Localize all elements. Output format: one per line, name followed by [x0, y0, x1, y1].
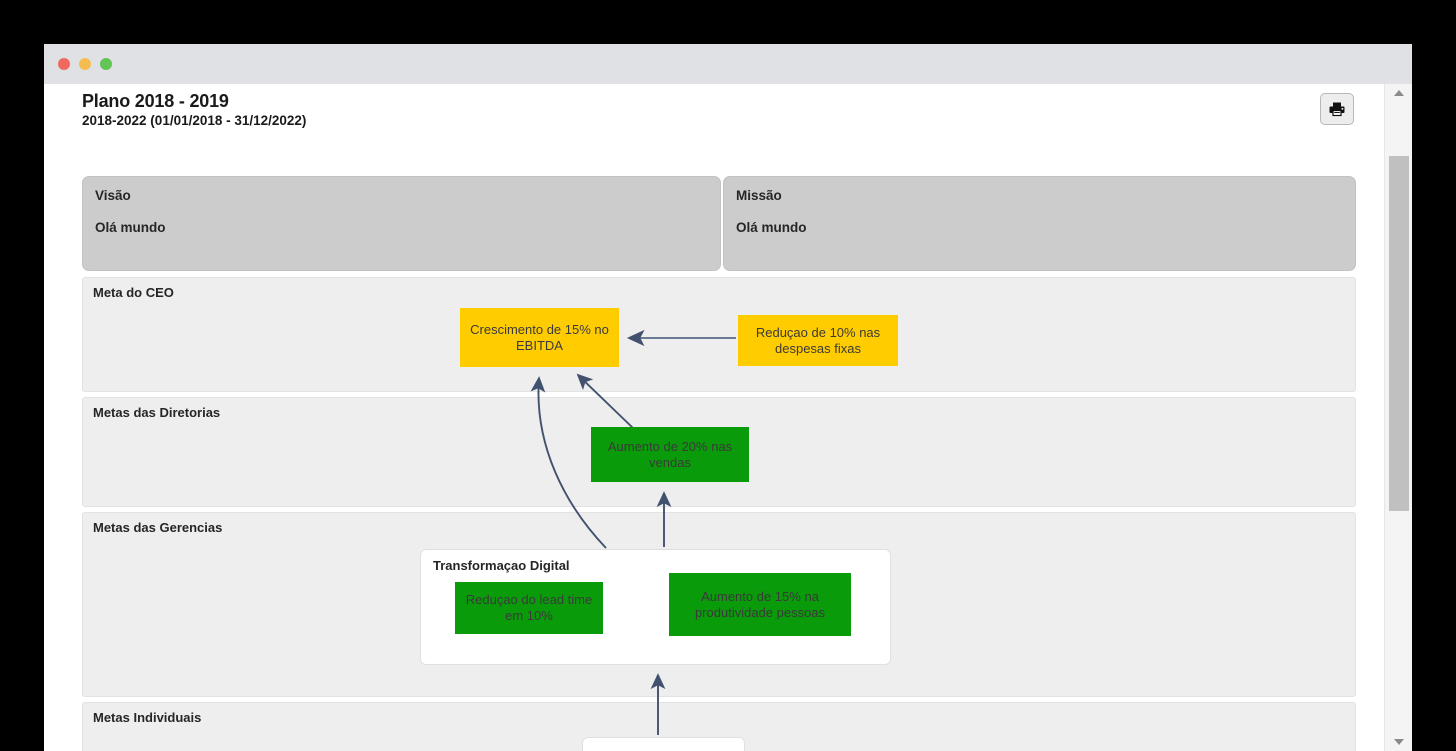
maximize-window-button[interactable]	[100, 58, 112, 70]
lane-label: Metas das Gerencias	[93, 520, 223, 535]
page-title: Plano 2018 - 2019	[82, 91, 229, 111]
minimize-window-button[interactable]	[79, 58, 91, 70]
vertical-scrollbar[interactable]	[1384, 84, 1412, 751]
caret-up-icon	[1394, 90, 1404, 96]
scroll-up-button[interactable]	[1385, 84, 1412, 102]
mission-panel: Missão Olá mundo	[723, 176, 1356, 271]
caret-down-icon	[1394, 739, 1404, 745]
scroll-down-button[interactable]	[1385, 733, 1412, 751]
goal-node-lead-time[interactable]: Reduçao do lead time em 10%	[455, 582, 603, 634]
scrollbar-thumb[interactable]	[1389, 156, 1409, 511]
group-title: Transformaçao Digital	[433, 558, 570, 573]
printer-icon	[1329, 102, 1345, 117]
plan-content-area: Plano 2018 - 2019 2018-2022 (01/01/2018 …	[44, 84, 1384, 751]
lane-meta-do-ceo: Meta do CEO	[82, 277, 1356, 392]
lane-label: Metas das Diretorias	[93, 405, 221, 420]
goal-node-despesas[interactable]: Reduçao de 10% nas despesas fixas	[738, 315, 898, 366]
lane-label: Metas Individuais	[93, 710, 202, 725]
goal-node-ebitda[interactable]: Crescimento de 15% no EBITDA	[460, 308, 619, 367]
mission-text: Olá mundo	[736, 220, 807, 235]
vision-title: Visão	[95, 188, 131, 203]
goal-group-individual-partial[interactable]	[582, 737, 745, 751]
plan-period-label: 2018-2022 (01/01/2018 - 31/12/2022)	[82, 113, 307, 128]
vision-panel: Visão Olá mundo	[82, 176, 721, 271]
application-window: Plano 2018 - 2019 2018-2022 (01/01/2018 …	[44, 44, 1412, 751]
page-body: Plano 2018 - 2019 2018-2022 (01/01/2018 …	[44, 84, 1412, 751]
window-titlebar	[44, 44, 1412, 84]
close-window-button[interactable]	[58, 58, 70, 70]
plan-header: Plano 2018 - 2019 2018-2022 (01/01/2018 …	[82, 91, 1354, 129]
goal-node-vendas[interactable]: Aumento de 20% nas vendas	[591, 427, 749, 482]
lane-label: Meta do CEO	[93, 285, 174, 300]
goal-node-produtividade[interactable]: Aumento de 15% na produtividade pessoas	[669, 573, 851, 636]
print-button[interactable]	[1320, 93, 1354, 125]
vision-text: Olá mundo	[95, 220, 166, 235]
mission-title: Missão	[736, 188, 782, 203]
